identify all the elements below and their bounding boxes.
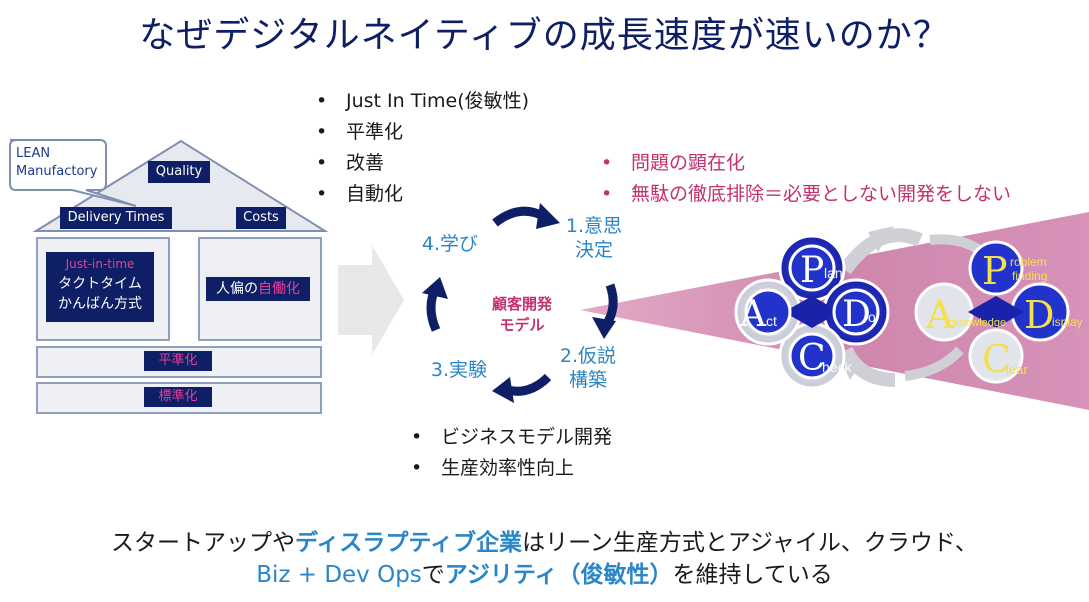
- jit-item-takt: タクトタイム: [58, 276, 142, 292]
- callout-line-2: Manufactory: [16, 164, 98, 179]
- jidoka-box: 人偏の自働化: [206, 277, 310, 301]
- pdca-clover: P lan D o C heck A ct: [734, 234, 890, 390]
- summary-text: を維持している: [672, 562, 833, 588]
- pdca2-d-letter: D: [1024, 293, 1054, 337]
- summary-line-2: Biz + Dev Opsでアジリティ（俊敏性）を維持している: [0, 555, 1089, 589]
- heijunka-box: 平準化: [144, 351, 212, 371]
- summary-text: はリーン生産方式とアジャイル、クラウド、: [522, 530, 978, 556]
- jidoka-highlight: 自働化: [258, 281, 300, 297]
- lean-principles-list: Just In Time(俊敏性) 平準化 改善 自動化: [310, 86, 529, 210]
- pdca2-clover: P roblem finding D isplay C lear A cknow…: [914, 240, 1083, 384]
- summary-line-1: スタートアップやディスラプティブ企業はリーン生産方式とアジャイル、クラウド、: [0, 523, 1089, 557]
- pdca-d-letter: D: [842, 294, 871, 335]
- summary-text: で: [421, 562, 445, 588]
- jit-box: Just-in-time タクトタイム かんばん方式: [46, 252, 154, 322]
- step-2-line-1: 2.仮説: [559, 345, 617, 367]
- step-1-line-1: 1.意思: [565, 215, 623, 237]
- pdca2-c-letter: C: [982, 337, 1011, 381]
- pdca-c-suffix: heck: [822, 359, 853, 375]
- cycle-step-4: 4.学び: [421, 233, 479, 255]
- grey-right-arrow: [338, 245, 404, 355]
- pdca-c-letter: C: [798, 338, 826, 379]
- hyojunka-box: 標準化: [144, 387, 212, 407]
- cycle-arrowhead-left: [422, 277, 448, 299]
- pdca2-p-suffix-1: roblem: [1010, 255, 1047, 269]
- list-item: 平準化: [310, 117, 529, 148]
- summary-bizdevops: Biz + Dev Ops: [256, 562, 422, 588]
- pdca-a-letter: A: [739, 294, 767, 335]
- pdca-p-letter: P: [800, 250, 824, 291]
- pdca-connector-top-head: [868, 226, 894, 252]
- summary-highlight-agility: アジリティ（俊敏性）: [444, 562, 673, 588]
- list-item: 問題の顕在化: [595, 148, 1011, 179]
- jidoka-prefix: 人偏の: [216, 281, 258, 297]
- list-item: 生産効率性向上: [405, 453, 612, 484]
- pdca2-a-suffix: cknowledge: [948, 317, 1006, 329]
- callout-bubble: [9, 139, 137, 207]
- page-title: なぜデジタルネイティブの成長速度が速いのか？: [139, 15, 950, 56]
- list-item: Just In Time(俊敏性): [310, 86, 529, 117]
- center-line-1: 顧客開発: [491, 295, 552, 313]
- center-line-2: モデル: [499, 316, 545, 334]
- pdca2-a-letter: A: [925, 293, 954, 337]
- summary-text: スタートアップや: [111, 530, 296, 556]
- customer-development-cycle: [422, 203, 618, 403]
- list-item: 改善: [310, 148, 529, 179]
- list-item: ビジネスモデル開発: [405, 422, 612, 453]
- pdca2-d-suffix: isplay: [1052, 315, 1083, 329]
- delivery-times-box: Delivery Times: [60, 207, 172, 229]
- cycle-center-label: 顧客開発 モデル: [474, 294, 570, 336]
- cycle-arrowhead-top: [536, 203, 560, 229]
- lean-callout: LEAN Manufactory: [16, 145, 97, 181]
- waste-elimination-list: 問題の顕在化 無駄の徹底排除＝必要としない開発をしない: [595, 148, 1011, 210]
- cycle-step-3: 3.実験: [430, 359, 488, 381]
- pdca2-p-letter: P: [982, 249, 1008, 293]
- pdca2-c-suffix: lear: [1006, 362, 1028, 377]
- cycle-arrowhead-bottom: [492, 377, 514, 403]
- cycle-arrowhead-right: [592, 317, 616, 339]
- cycle-step-1: 1.意思 決定: [549, 214, 639, 262]
- step-2-line-2: 構築: [568, 369, 607, 391]
- step-1-line-2: 決定: [574, 239, 613, 261]
- jit-item-kanban: かんばん方式: [58, 296, 142, 312]
- pdca2-connector-bottom: [904, 346, 964, 381]
- cycle-step-2: 2.仮説 構築: [543, 344, 633, 392]
- outcome-list: ビジネスモデル開発 生産効率性向上: [405, 422, 612, 484]
- pdca-d-suffix: o: [868, 309, 876, 325]
- pdca-p-suffix: lan: [824, 265, 843, 281]
- callout-line-1: LEAN: [16, 146, 51, 161]
- summary-highlight-disruptive: ディスラプティブ企業: [295, 530, 523, 556]
- pdca-a-suffix: ct: [766, 313, 777, 329]
- pdca-connector-bottom: [839, 346, 896, 387]
- costs-box: Costs: [236, 207, 286, 229]
- list-item: 無駄の徹底排除＝必要としない開発をしない: [595, 179, 1011, 210]
- jit-label: Just-in-time: [65, 257, 135, 271]
- list-item: 自動化: [310, 179, 529, 210]
- pdca2-p-suffix-2: finding: [1012, 269, 1047, 283]
- quality-box: Quality: [148, 161, 210, 183]
